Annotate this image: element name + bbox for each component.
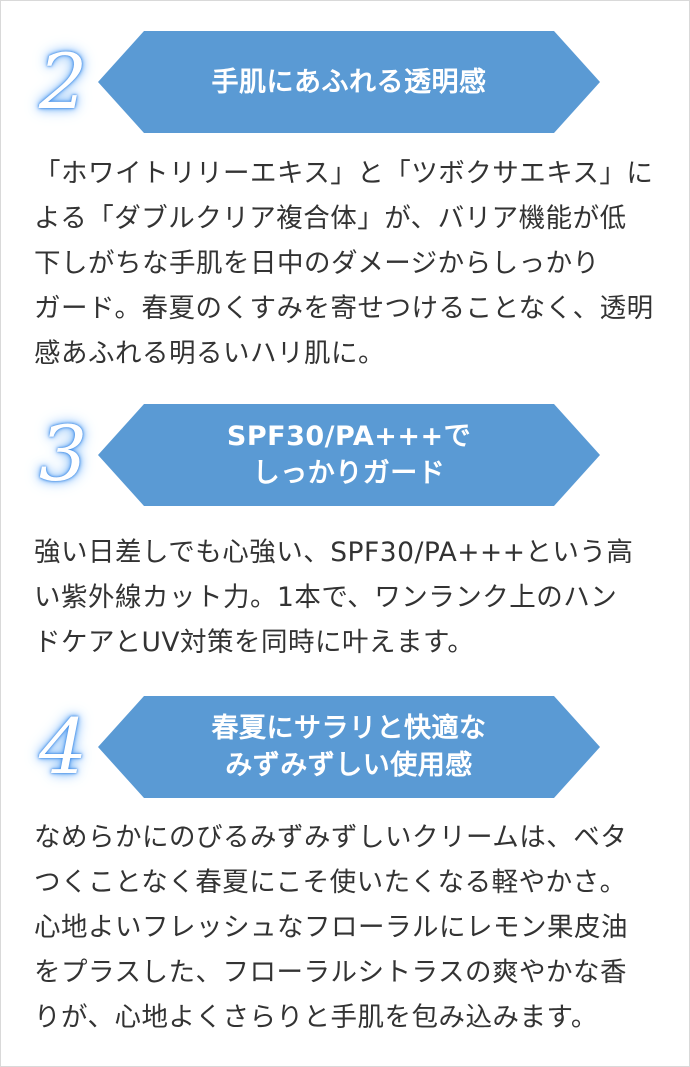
feature-description-2: 「ホワイトリリーエキス」と「ツボクサエキス」に よる「ダブルクリア複合体」が、バ…: [34, 158, 654, 369]
feature-number-2: 2: [38, 37, 88, 126]
feature-heading-banner-2: 手肌にあふれる透明感: [98, 31, 600, 133]
feature-heading-3: SPF30/PA+++で しっかりガード: [226, 421, 472, 489]
feature-description-3: 強い日差しでも心強い、SPF30/PA+++という高 い紫外線カット力。1本で、…: [34, 537, 634, 658]
feature-number-3: 3: [38, 409, 88, 498]
feature-heading-2: 手肌にあふれる透明感: [211, 66, 487, 98]
feature-heading-banner-3: SPF30/PA+++で しっかりガード: [98, 404, 600, 506]
feature-description-4: なめらかにのびるみずみずしいクリームは、ベタ つくことなく春夏にこそ使いたくなる…: [34, 822, 628, 1033]
feature-heading-banner-4: 春夏にサラリと快適な みずみずしい使用感: [98, 696, 600, 798]
feature-number-4: 4: [38, 702, 88, 791]
feature-heading-4: 春夏にサラリと快適な みずみずしい使用感: [211, 713, 487, 781]
